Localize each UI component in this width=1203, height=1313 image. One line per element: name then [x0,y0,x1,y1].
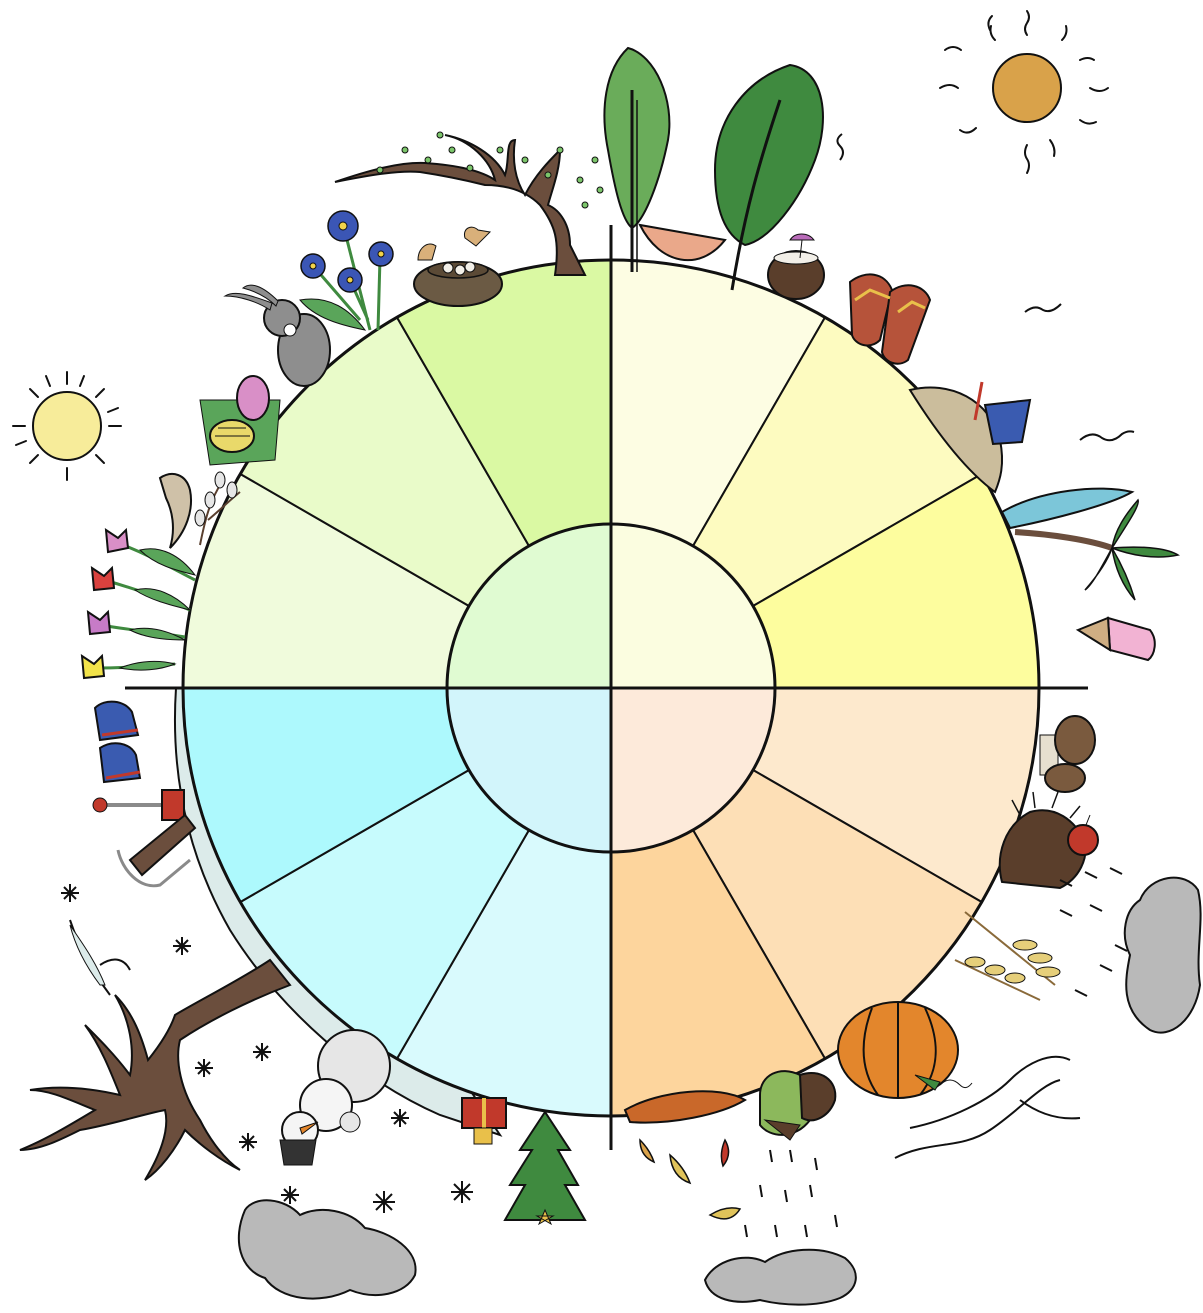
gift-icon [462,1098,506,1144]
ice-cream-icon [1078,618,1155,660]
tulip-icon [82,530,195,678]
season-wheel [181,258,1041,1118]
coconut-drink-icon [768,234,824,299]
mushroom-icon [1040,716,1095,792]
rain-cloud-icon [1060,868,1201,1033]
acorn-icon [760,1071,835,1140]
bird-icon [160,474,191,548]
hammock-icon [640,225,725,260]
bird-nest-icon [414,227,502,306]
apple-icon [1068,815,1098,855]
sun-icon [13,372,121,480]
leaves-icon [625,1091,745,1219]
wheat-icon [955,912,1060,1000]
christmas-tree-icon [505,1112,585,1224]
mittens-icon [95,702,140,782]
snowman-icon [280,1030,390,1165]
surfboard-icon [1002,489,1132,528]
pumpkin-icon [838,1002,972,1098]
easter-eggs-icon [200,376,280,465]
snow-shovel-icon [93,790,184,820]
sun-icon [940,11,1108,173]
sled-icon [118,815,195,886]
snow-cloud-icon [239,1200,416,1298]
rain-cloud-icon [705,1150,856,1305]
flowers-icon [300,211,393,330]
